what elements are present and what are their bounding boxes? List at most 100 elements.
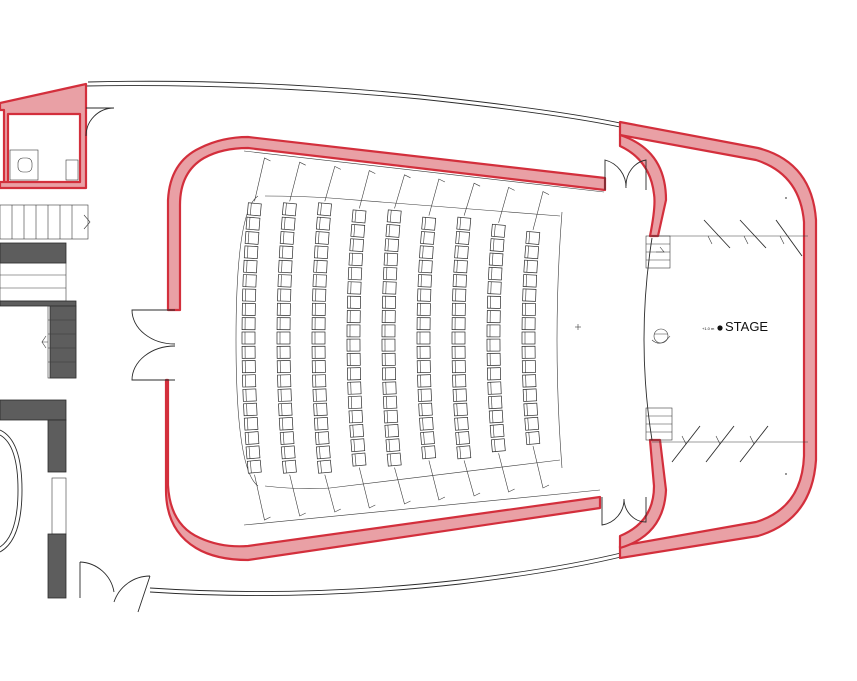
stage-label: STAGE [725, 319, 768, 334]
seat-back [246, 417, 249, 430]
seat [490, 223, 506, 238]
seat [280, 445, 296, 460]
seat-back [386, 267, 388, 280]
seat-back [455, 389, 457, 402]
seat-back [283, 217, 286, 230]
seat-row [346, 170, 376, 509]
seating-area [241, 157, 550, 521]
seat [242, 288, 257, 302]
seat-back [281, 246, 284, 259]
seat-back [420, 274, 422, 287]
seat-back [350, 267, 353, 280]
seat-back [247, 231, 250, 244]
seat-back [389, 453, 392, 466]
seat [386, 209, 402, 224]
seat-back [420, 389, 422, 402]
seat-back [459, 446, 462, 459]
seat-back [317, 231, 320, 244]
seat [452, 288, 467, 302]
seat [381, 338, 396, 352]
seat-back [315, 274, 317, 287]
seat [243, 245, 259, 259]
seat [453, 402, 468, 417]
seat [486, 295, 502, 309]
auditorium-wall-lower [164, 378, 602, 562]
seat-back [528, 432, 531, 445]
seat [421, 216, 437, 231]
seat [382, 395, 398, 410]
seat-back [352, 238, 354, 251]
proscenium-wall-upper [618, 133, 668, 238]
seat [524, 245, 539, 260]
seat-row [416, 178, 446, 501]
seat [346, 367, 362, 381]
riser-line [463, 460, 481, 497]
seat [349, 238, 364, 252]
seat-back [491, 253, 494, 266]
seat [346, 352, 361, 366]
seat [311, 317, 326, 331]
seat [315, 216, 331, 231]
seat [386, 452, 402, 467]
seat [454, 245, 469, 260]
seat [312, 374, 327, 388]
seat-back [527, 418, 529, 431]
seat [456, 445, 472, 460]
seat [419, 245, 434, 260]
seat-back [458, 432, 460, 445]
seat-back [456, 403, 458, 416]
seat [245, 445, 261, 460]
auditorium-entrance-doors [131, 159, 647, 526]
seat-back [351, 410, 353, 423]
seat [311, 302, 326, 316]
seat-row [311, 165, 341, 513]
seat [455, 431, 470, 445]
seat-back [388, 439, 391, 452]
seat [312, 288, 327, 302]
seat-row [276, 161, 306, 517]
seat [382, 281, 397, 295]
seat [521, 302, 536, 316]
seat [456, 216, 472, 231]
seat [416, 302, 431, 316]
seat [311, 345, 326, 359]
riser-line [254, 474, 271, 521]
stage-wings-upper [703, 219, 803, 257]
seat [416, 317, 431, 331]
seat [277, 388, 292, 402]
seat [241, 331, 256, 345]
seat [279, 231, 295, 245]
seat-row [381, 174, 411, 505]
seat [452, 274, 467, 288]
seat [276, 331, 291, 345]
seat-back [459, 217, 462, 230]
seating-risers [235, 150, 605, 526]
seat [241, 302, 256, 316]
riser-line [463, 182, 481, 216]
seat [241, 317, 256, 331]
seat [489, 423, 505, 438]
seat [385, 438, 401, 453]
seat-back [492, 425, 495, 438]
seat [312, 388, 327, 402]
seat [351, 452, 367, 467]
seat [488, 266, 503, 281]
seat-back [351, 253, 353, 266]
seat [451, 302, 466, 316]
seat-back [285, 203, 287, 216]
seat [488, 252, 504, 267]
seat [417, 388, 432, 402]
seat [451, 345, 466, 359]
seat [277, 274, 292, 288]
seat-back [422, 417, 424, 431]
riser-line [254, 157, 271, 202]
seat [244, 431, 260, 445]
seat [244, 231, 260, 245]
seat-back [353, 439, 356, 452]
seat [452, 374, 467, 388]
stage-stairs-upper [645, 235, 671, 269]
seat [486, 367, 502, 381]
seat [384, 424, 400, 438]
seat-back [490, 382, 492, 395]
seat-back [246, 260, 248, 273]
